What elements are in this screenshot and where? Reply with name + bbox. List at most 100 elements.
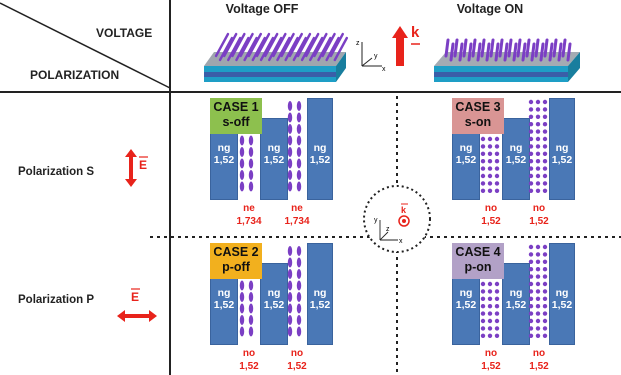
center-axis-x: x (399, 238, 403, 245)
lc-molecule (528, 252, 534, 257)
glass-bar (260, 263, 288, 345)
lc-molecule (287, 303, 293, 314)
bar-index-label: ng 1,52 (549, 287, 575, 311)
lc-molecule (239, 170, 245, 180)
lc-molecule (239, 158, 245, 169)
bar-index-label: ng 1,52 (260, 287, 288, 311)
lc-molecule (325, 36, 340, 62)
case-mode: s-off (222, 115, 250, 129)
glass-bar (307, 243, 333, 345)
bar-label-bottom: 1,52 (309, 299, 331, 311)
lc-molecule (287, 257, 293, 268)
lc-molecule (248, 280, 254, 291)
lc-molecule (535, 296, 541, 301)
lc-molecule (480, 296, 486, 301)
lc-molecule (535, 114, 541, 119)
lc-index-label-2: ne 1,734 (278, 202, 316, 228)
bar-index-label: ng 1,52 (502, 287, 530, 311)
lc-molecule (542, 159, 548, 164)
lc-molecule (542, 259, 548, 264)
lc-index-name: no (484, 203, 498, 214)
lc-molecule (292, 36, 308, 62)
bar-label-bottom: 1,52 (551, 154, 573, 166)
row-label-s: Polarization S (18, 166, 95, 178)
lc-molecule (287, 158, 293, 169)
lc-molecule (480, 159, 486, 164)
bar-label-top: ng (313, 287, 327, 299)
polarization-header: POLARIZATION (30, 68, 120, 82)
lc-molecule (239, 315, 245, 325)
lc-molecule (462, 38, 468, 58)
lc-molecule (542, 252, 548, 257)
lc-molecule (535, 99, 541, 105)
lc-molecule (487, 326, 493, 331)
e-field-label-p: E (131, 290, 140, 304)
bar-index-label: ng 1,52 (452, 142, 480, 166)
lc-molecule (296, 135, 302, 146)
lc-molecule (528, 274, 534, 279)
lc-molecule (480, 311, 486, 316)
lc-molecule (494, 304, 500, 309)
lc-molecule (239, 326, 245, 337)
bar-label-top: ng (459, 142, 473, 154)
lc-molecule (296, 158, 302, 169)
axis-triad-header: z y x (356, 40, 386, 73)
lc-molecule (494, 151, 500, 156)
lc-molecule (480, 166, 486, 171)
lc-molecule (218, 36, 234, 62)
bar-label-bottom: 1,52 (213, 299, 235, 311)
case-panel-3: ng 1,52 ng 1,52 ng 1,52 no 1,52 no (452, 98, 575, 228)
k-label: k (411, 24, 420, 41)
lc-index-value: 1,52 (287, 361, 307, 372)
lc-molecule (453, 38, 459, 58)
glass-bar (502, 118, 530, 200)
lc-molecule (444, 38, 450, 58)
lc-index-name: no (484, 348, 498, 359)
lc-molecule (467, 42, 473, 62)
lc-molecule (528, 289, 534, 294)
lc-molecule (528, 107, 534, 112)
lc-molecule (471, 38, 477, 58)
lc-molecule (449, 42, 455, 62)
lc-molecule (542, 244, 548, 250)
lc-molecule (535, 311, 541, 316)
lc-molecule (528, 333, 534, 338)
lc-molecule (487, 333, 493, 338)
lc-molecule (487, 173, 493, 179)
lc-layer (287, 246, 302, 337)
lc-molecule (284, 36, 299, 62)
lc-index-label-2: no 1,52 (278, 347, 316, 373)
lc-molecule (494, 159, 500, 164)
lc-molecule (480, 289, 486, 294)
lc-molecule (528, 188, 534, 193)
lc-molecule (296, 292, 302, 302)
bar-label-bottom: 1,52 (455, 299, 477, 311)
lc-molecule (528, 144, 534, 149)
lc-molecule (542, 188, 548, 193)
bar-label-bottom: 1,52 (505, 299, 527, 311)
lc-molecule (542, 333, 548, 338)
lc-molecule (239, 303, 245, 314)
bar-index-label: ng 1,52 (307, 142, 333, 166)
lc-molecule (227, 36, 242, 62)
lc-molecule (287, 315, 293, 325)
bar-label-top: ng (217, 287, 231, 299)
bar-index-label: ng 1,52 (260, 142, 288, 166)
lc-molecule (280, 32, 295, 58)
lc-molecule (248, 326, 254, 337)
lc-index-value: 1,734 (284, 216, 310, 227)
lc-index-name: ne (291, 203, 303, 214)
lc-molecule (535, 166, 541, 171)
k-arrow-icon (392, 26, 420, 66)
center-axis-circle: y z x k (363, 185, 431, 253)
case-panel-4: ng 1,52 ng 1,52 ng 1,52 no 1,52 no (452, 243, 575, 373)
lc-molecule (542, 144, 548, 149)
lc-index-label-2: no 1,52 (520, 347, 558, 373)
lc-molecule (566, 42, 572, 62)
lc-molecule (528, 151, 534, 156)
lc-molecule (313, 32, 328, 58)
lc-molecule (296, 32, 312, 58)
lc-molecule (542, 311, 548, 316)
lc-index-value: 1,52 (481, 216, 501, 227)
lc-molecule (535, 304, 541, 309)
